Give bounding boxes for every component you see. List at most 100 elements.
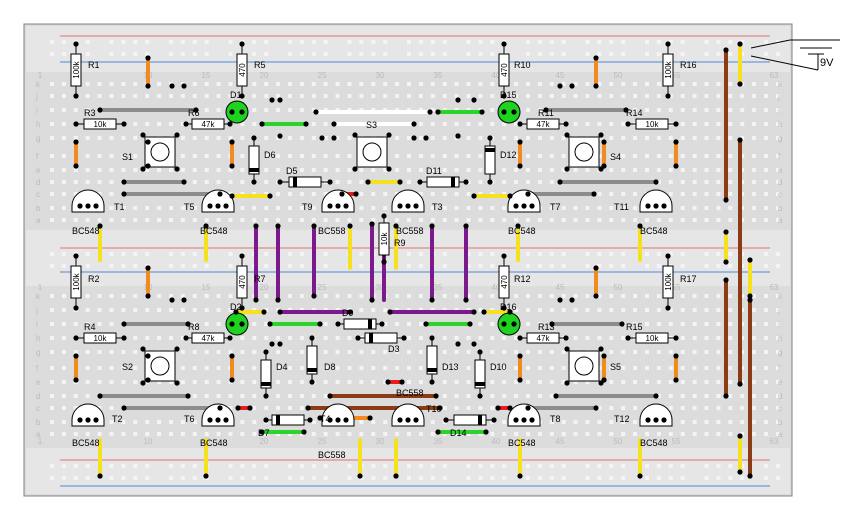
lead-dot <box>140 380 146 386</box>
row-letter-left: e <box>36 166 41 175</box>
lead-dot <box>331 135 337 141</box>
lead-dot <box>233 309 239 315</box>
lead-dot <box>598 346 604 352</box>
diode-d5: D5 <box>277 166 333 188</box>
lead-dot <box>529 203 535 209</box>
lead-dot <box>747 297 753 303</box>
lead-dot <box>269 97 275 103</box>
column-number: 45 <box>556 437 565 446</box>
lead-dot <box>369 297 375 303</box>
lead-dot <box>501 305 507 311</box>
resistor-value: 10k <box>94 334 108 343</box>
lead-dot <box>97 473 103 479</box>
lead-dot <box>737 41 743 47</box>
lead-dot <box>77 203 83 209</box>
lead-dot <box>327 179 333 185</box>
lead-dot <box>511 109 517 115</box>
lead-dot <box>145 55 151 61</box>
lead-dot <box>229 353 235 359</box>
lead-dot <box>477 349 483 355</box>
led-d16: D16 <box>497 302 521 336</box>
lead-dot <box>487 179 493 185</box>
lead-dot <box>387 309 393 315</box>
lead-dot <box>174 346 180 352</box>
row-letter-left: e <box>36 378 41 387</box>
row-letter-left: h <box>36 120 40 129</box>
component-label: D2 <box>230 302 242 312</box>
lead-dot <box>747 257 753 263</box>
transistor-type: BC558 <box>396 226 424 236</box>
column-number: 15 <box>202 71 211 80</box>
component-label: D15 <box>500 90 517 100</box>
row-letter-right: b <box>778 204 783 213</box>
lead-dot <box>121 121 127 127</box>
lead-dot <box>145 83 151 89</box>
lead-dot <box>251 179 257 185</box>
lead-dot <box>145 265 151 271</box>
component-label: D11 <box>426 166 442 176</box>
lead-dot <box>435 429 441 435</box>
component-label: D14 <box>450 428 467 438</box>
lead-dot <box>73 353 79 359</box>
lead-dot <box>393 473 399 479</box>
lead-dot <box>229 193 235 199</box>
lead-dot <box>301 429 307 435</box>
diode-d4: D4 <box>260 349 288 399</box>
component-label: D6 <box>264 150 276 160</box>
lead-dot <box>471 341 477 347</box>
row-letter-right: h <box>778 334 782 343</box>
lead-dot <box>455 97 461 103</box>
component-label: R5 <box>254 60 266 70</box>
column-number: 63 <box>770 437 779 446</box>
row-letter-right: c <box>778 404 782 413</box>
component-label: R1 <box>88 60 100 70</box>
column-number: 20 <box>260 71 269 80</box>
lead-dot <box>723 277 729 283</box>
lead-dot <box>73 41 79 47</box>
transistor-type: BC558 <box>396 388 424 398</box>
lead-dot <box>564 166 570 172</box>
lead-dot <box>319 135 325 141</box>
lead-dot <box>227 335 233 341</box>
lead-dot <box>501 41 507 47</box>
lead-dot <box>593 405 599 411</box>
lead-dot <box>625 121 631 127</box>
lead-dot <box>625 335 631 341</box>
lead-dot <box>487 135 493 141</box>
lead-dot <box>121 179 127 185</box>
lead-dot <box>673 353 679 359</box>
lead-dot <box>529 417 535 423</box>
lead-dot <box>73 139 79 145</box>
resistor-value: 100k <box>72 60 81 78</box>
row-letter-left: c <box>36 190 40 199</box>
lead-dot <box>517 121 523 127</box>
lead-dot <box>331 121 337 127</box>
lead-dot <box>217 191 223 197</box>
lead-dot <box>564 132 570 138</box>
row-letter-right: c <box>778 190 782 199</box>
lead-dot <box>169 83 175 89</box>
lead-dot <box>73 121 79 127</box>
lead-dot <box>483 429 489 435</box>
lead-dot <box>229 321 235 327</box>
component-label: S5 <box>610 362 621 372</box>
column-number: 50 <box>614 437 623 446</box>
lead-dot <box>121 321 127 327</box>
transistor-type: BC548 <box>508 438 536 448</box>
lead-dot <box>471 193 477 199</box>
lead-dot <box>507 405 513 411</box>
lead-dot <box>140 346 146 352</box>
lead-dot <box>381 213 387 219</box>
battery-label: 9V <box>820 57 834 69</box>
lead-dot <box>386 132 392 138</box>
lead-dot <box>365 179 371 185</box>
lead-dot <box>355 335 361 341</box>
lead-dot <box>311 293 317 299</box>
lead-dot <box>593 293 599 299</box>
lead-dot <box>253 223 259 229</box>
lead-dot <box>601 163 607 169</box>
